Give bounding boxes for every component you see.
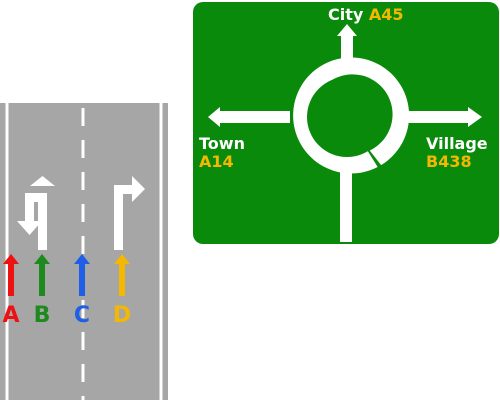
exit-east-arrowhead: [468, 107, 482, 127]
exit-west-road: A14: [199, 152, 234, 171]
position-marker-a: A: [2, 254, 20, 328]
position-markers: A B C D: [2, 254, 131, 328]
position-label-a: A: [2, 303, 19, 328]
exit-east-place: Village: [426, 134, 488, 153]
position-marker-c: C: [74, 254, 90, 328]
exit-north-label: City A45: [328, 5, 404, 24]
exit-north-arrowhead: [337, 24, 357, 36]
position-label-b: B: [34, 303, 51, 328]
position-label-c: C: [74, 303, 90, 328]
exit-north-road: A45: [369, 5, 404, 24]
position-label-d: D: [113, 303, 131, 328]
position-marker-d: D: [113, 254, 131, 328]
roundabout-sign: City A45 Town A14 Village B438: [193, 2, 499, 244]
road: [0, 103, 168, 400]
arrow-ahead-or-right-icon: [114, 176, 145, 250]
exit-north-place: City: [328, 5, 364, 24]
exit-west: [218, 111, 290, 123]
exit-east-road: B438: [426, 152, 472, 171]
position-marker-b: B: [34, 254, 51, 328]
roundabout-island: [307, 77, 387, 157]
exit-east: [400, 111, 470, 123]
exit-west-arrowhead: [208, 107, 220, 127]
approach-road: [340, 170, 352, 242]
arrow-ahead-or-left-icon: [17, 176, 55, 250]
exit-west-place: Town: [199, 134, 245, 153]
